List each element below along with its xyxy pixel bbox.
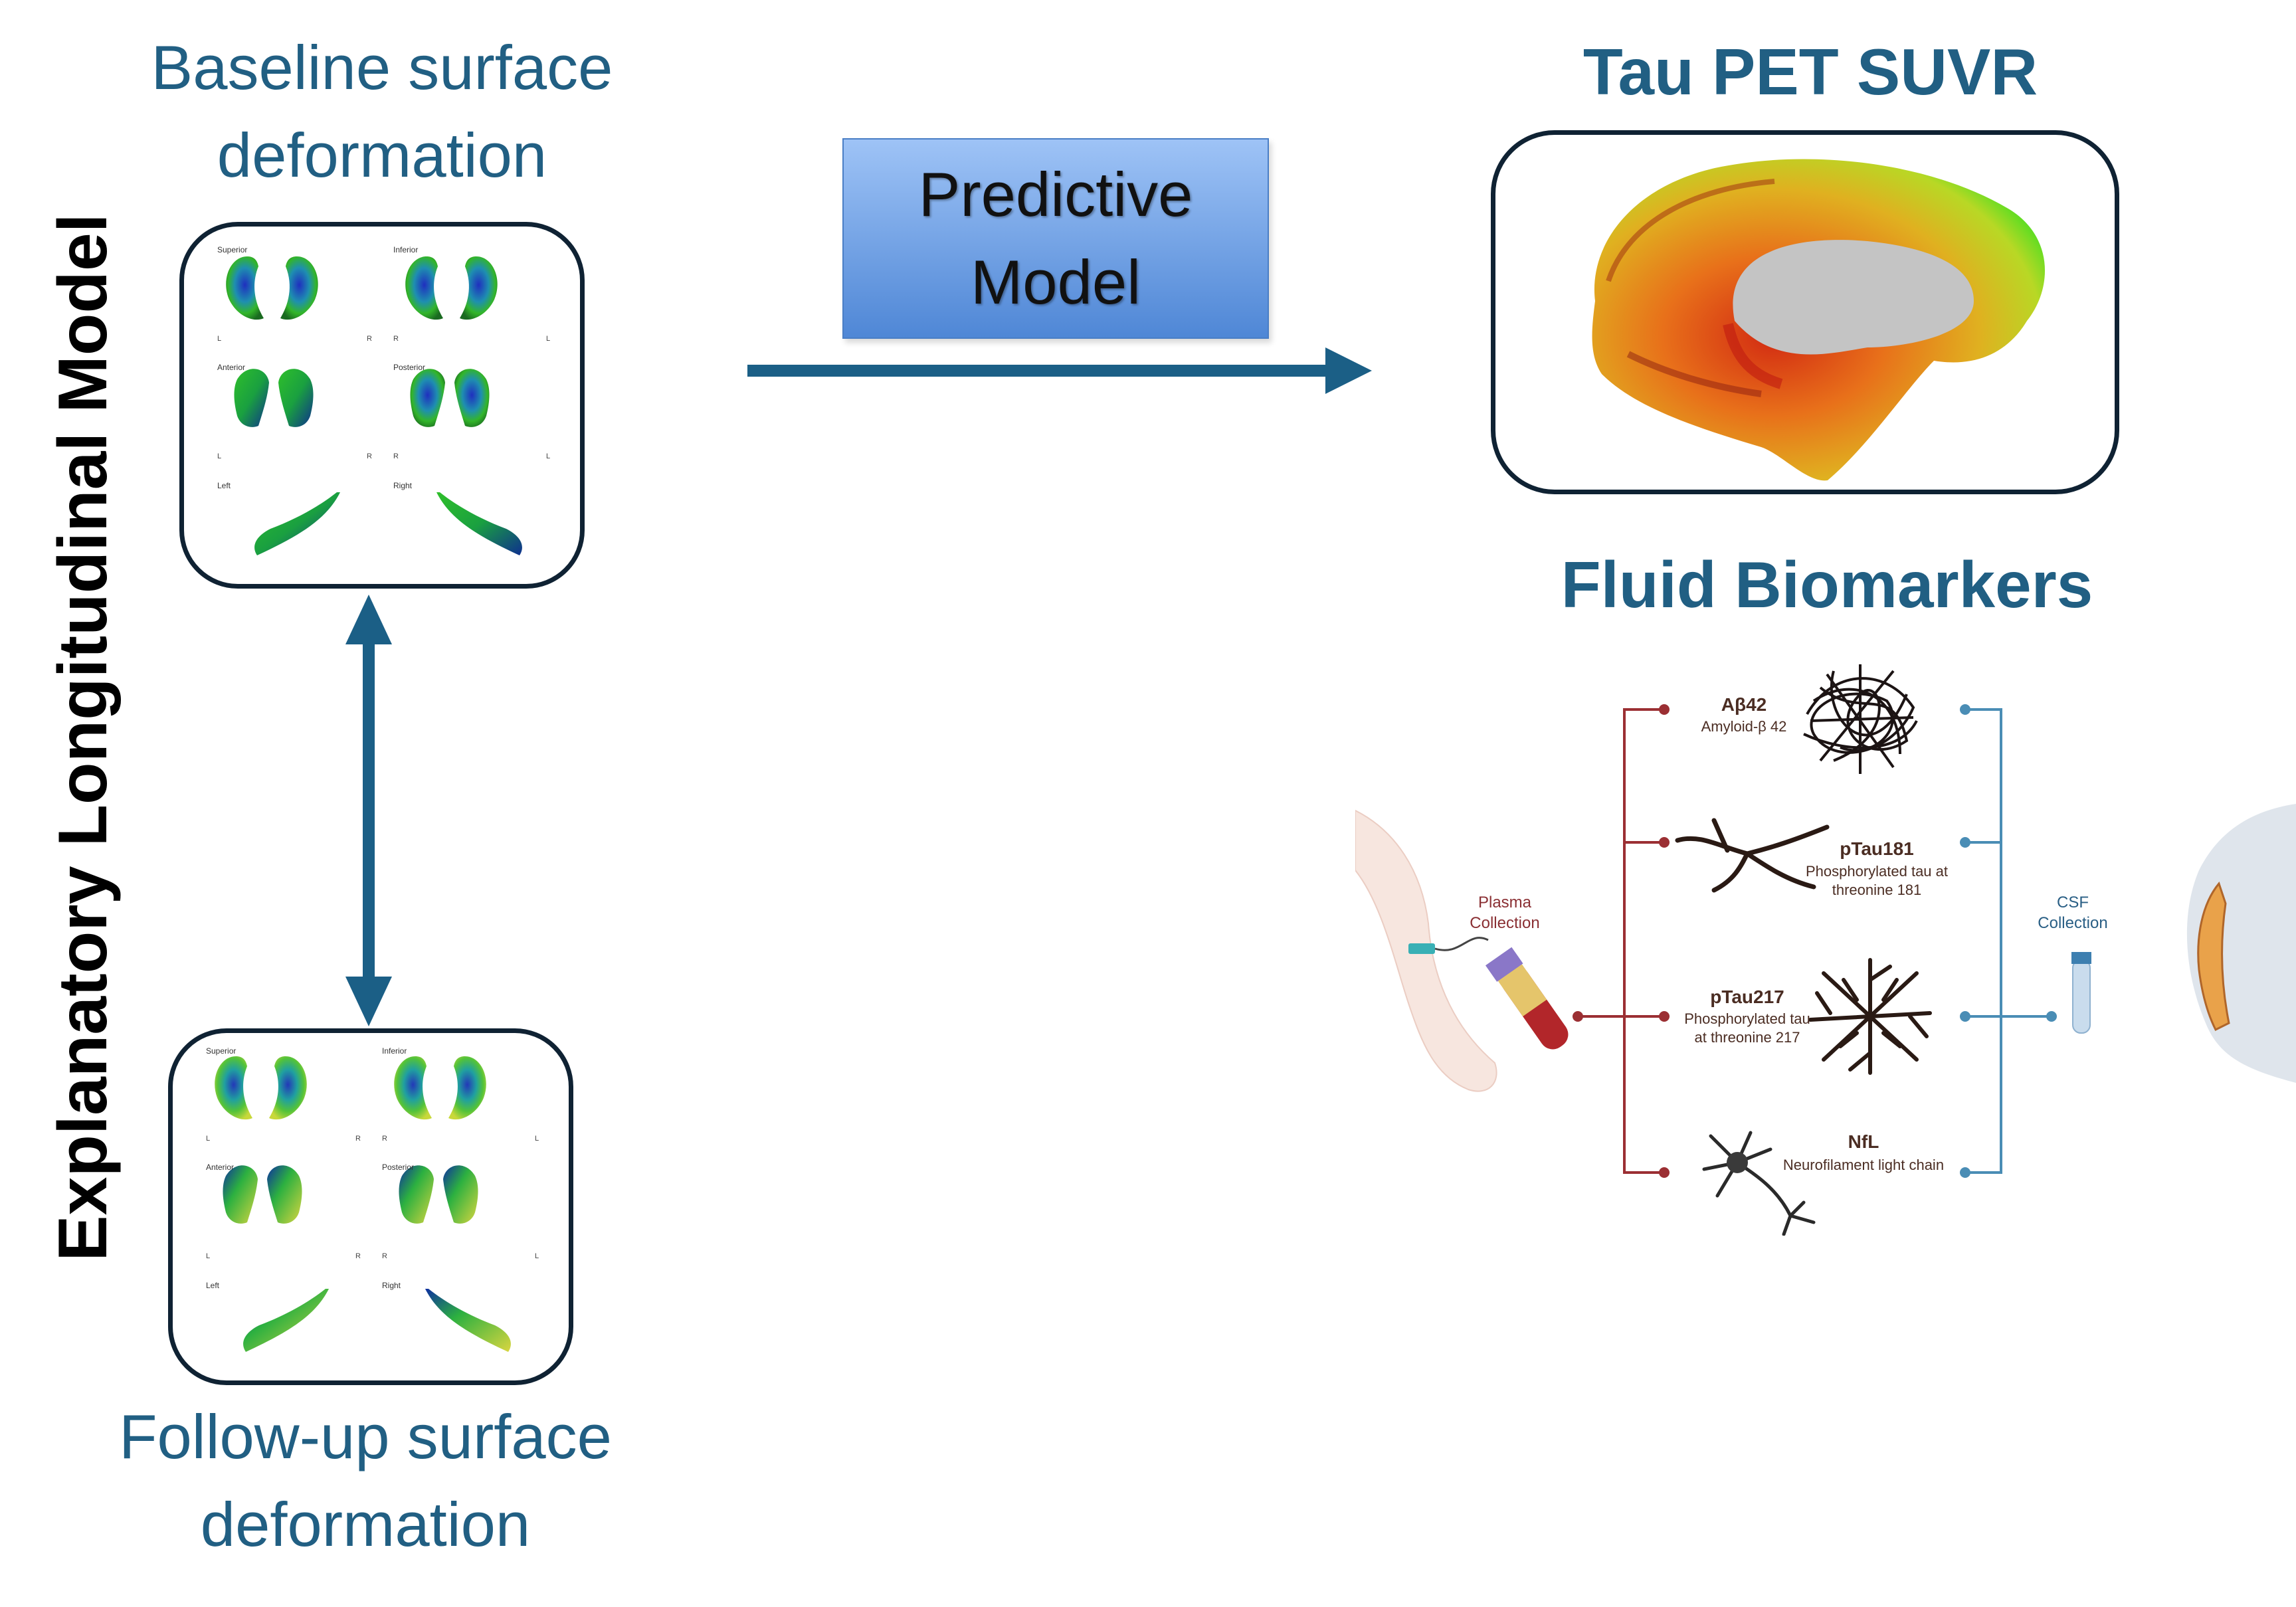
ptau217-desc-line1: Phosphorylated tau bbox=[1684, 1010, 1810, 1027]
fluid-biomarkers-title: Fluid Biomarkers bbox=[1561, 548, 2093, 621]
baseline-caption-line2: deformation bbox=[217, 120, 547, 190]
orientation-r: R bbox=[367, 452, 372, 460]
tau-pet-title: Tau PET SUVR bbox=[1582, 35, 2038, 108]
nfl-desc: Neurofilament light chain bbox=[1782, 1157, 1945, 1173]
view-label-posterior: Posterior bbox=[382, 1163, 415, 1172]
followup-shapes-figure bbox=[215, 1056, 511, 1352]
side-title: Explanatory Longitudinal Model bbox=[45, 213, 122, 1262]
view-label-right: Right bbox=[382, 1281, 401, 1290]
view-label-superior: Superior bbox=[217, 245, 248, 254]
ptau181-desc-line2: threonine 181 bbox=[1832, 882, 1922, 898]
baseline-caption-line1: Baseline surface bbox=[151, 33, 613, 102]
neuron-icon bbox=[1702, 1131, 1816, 1236]
plasma-arm-illustration bbox=[1355, 809, 1569, 1092]
followup-caption-line2: deformation bbox=[200, 1489, 531, 1559]
nfl-name: NfL bbox=[1848, 1131, 1879, 1152]
orientation-r: R bbox=[393, 335, 399, 343]
view-label-anterior: Anterior bbox=[217, 363, 246, 372]
csf-label-line2: Collection bbox=[2038, 914, 2108, 932]
tau-pet-panel bbox=[1491, 130, 2119, 494]
csf-collection-label: CSF Collection bbox=[2013, 892, 2133, 933]
plasma-label-line2: Collection bbox=[1470, 914, 1540, 932]
view-label-inferior: Inferior bbox=[393, 245, 419, 254]
view-label-posterior: Posterior bbox=[393, 363, 426, 372]
model-line1: Predictive bbox=[918, 159, 1193, 229]
orientation-r: R bbox=[382, 1252, 387, 1260]
view-label-left: Left bbox=[206, 1281, 220, 1290]
orientation-r: R bbox=[382, 1135, 387, 1143]
ptau181-desc-line1: Phosphorylated tau at bbox=[1805, 863, 1949, 880]
view-label-superior: Superior bbox=[206, 1046, 237, 1056]
orientation-r: R bbox=[393, 452, 399, 460]
followup-caption-line1: Follow-up surface bbox=[119, 1402, 612, 1471]
ptau217-name: pTau217 bbox=[1710, 987, 1784, 1007]
orientation-l: L bbox=[206, 1252, 211, 1260]
followup-caption: Follow-up surface deformation bbox=[66, 1393, 664, 1568]
amyloid-fibril-icon bbox=[1803, 664, 1918, 774]
orientation-l: L bbox=[535, 1252, 539, 1260]
baseline-panel: Superior Inferior Anterior Posterior Lef… bbox=[179, 222, 585, 589]
baseline-shapes-figure bbox=[226, 256, 522, 555]
ptau181-desc: Phosphorylated tau at threonine 181 bbox=[1790, 862, 1963, 899]
view-label-anterior: Anterior bbox=[206, 1163, 235, 1172]
orientation-l: L bbox=[206, 1135, 211, 1143]
baseline-caption: Baseline surface deformation bbox=[93, 24, 671, 199]
model-line2: Model bbox=[970, 247, 1141, 317]
abeta-desc: Amyloid-β 42 bbox=[1701, 718, 1787, 735]
ptau181-name: pTau181 bbox=[1840, 838, 1914, 859]
predictive-model-box: Predictive Model bbox=[842, 138, 1269, 339]
orientation-l: L bbox=[546, 335, 551, 343]
orientation-l: L bbox=[535, 1135, 539, 1143]
longitudinal-double-arrow bbox=[345, 595, 392, 1026]
view-label-left: Left bbox=[217, 481, 231, 490]
orientation-r: R bbox=[367, 335, 372, 343]
ptau217-fibril-icon bbox=[1808, 958, 1932, 1075]
orientation-r: R bbox=[355, 1252, 361, 1260]
plasma-collection-label: Plasma Collection bbox=[1448, 892, 1561, 933]
cortical-surface-figure bbox=[1592, 159, 2046, 481]
orientation-l: L bbox=[546, 452, 551, 460]
orientation-l: L bbox=[217, 335, 222, 343]
biomarker-tree bbox=[1573, 704, 2057, 1178]
plasma-label-line1: Plasma bbox=[1478, 894, 1532, 911]
orientation-r: R bbox=[355, 1135, 361, 1143]
view-label-right: Right bbox=[393, 481, 413, 490]
ptau181-fibril-icon bbox=[1675, 818, 1830, 893]
prediction-arrow bbox=[747, 347, 1372, 394]
followup-panel: Superior Inferior Anterior Posterior Lef… bbox=[168, 1028, 573, 1385]
csf-label-line1: CSF bbox=[2057, 894, 2089, 911]
csf-patient-illustration bbox=[2071, 804, 2296, 1083]
abeta-name: Aβ42 bbox=[1721, 694, 1767, 715]
orientation-l: L bbox=[217, 452, 222, 460]
ptau217-desc: Phosphorylated tau at threonine 217 bbox=[1664, 1010, 1830, 1047]
ptau217-desc-line2: at threonine 217 bbox=[1694, 1029, 1800, 1046]
view-label-inferior: Inferior bbox=[382, 1046, 407, 1056]
